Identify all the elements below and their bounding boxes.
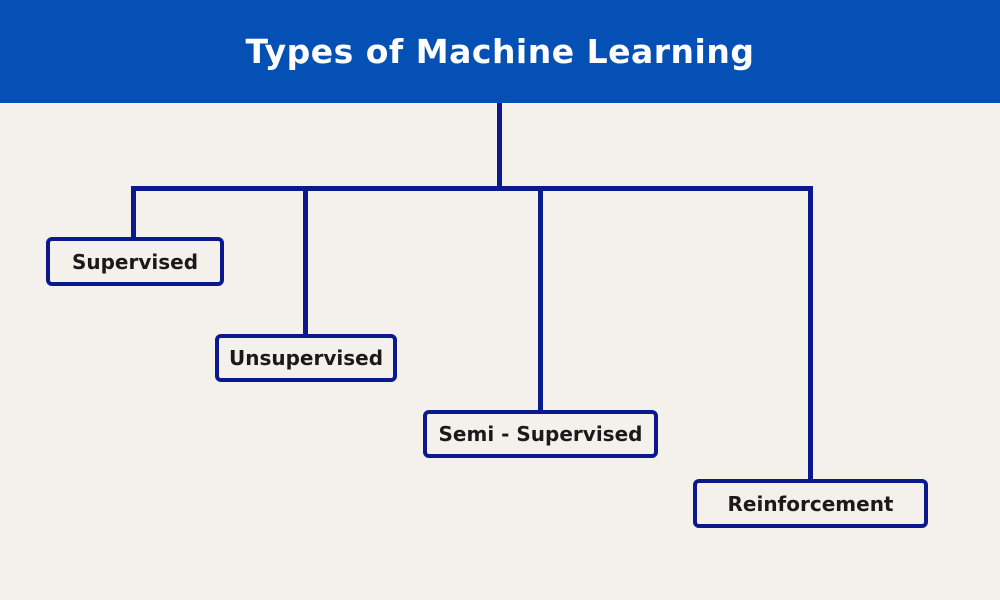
node-supervised-label: Supervised (71, 249, 199, 274)
node-semi-supervised: Semi - Supervised (423, 410, 658, 458)
connector-branch-unsupervised (303, 186, 308, 336)
connector-branch-reinforcement (808, 186, 813, 481)
connector-horizontal-bar (131, 186, 813, 191)
node-supervised: Supervised (46, 237, 224, 286)
node-unsupervised: Unsupervised (215, 334, 397, 382)
page-title: Types of Machine Learning (245, 32, 755, 71)
node-reinforcement-label: Reinforcement (727, 491, 894, 516)
title-banner: Types of Machine Learning (0, 0, 1000, 103)
node-unsupervised-label: Unsupervised (228, 346, 384, 370)
connector-stem-center (497, 103, 502, 191)
node-reinforcement: Reinforcement (693, 479, 928, 528)
connector-branch-supervised (131, 186, 136, 239)
connector-branch-semi-supervised (538, 186, 543, 412)
node-semi-supervised-label: Semi - Supervised (438, 422, 643, 446)
